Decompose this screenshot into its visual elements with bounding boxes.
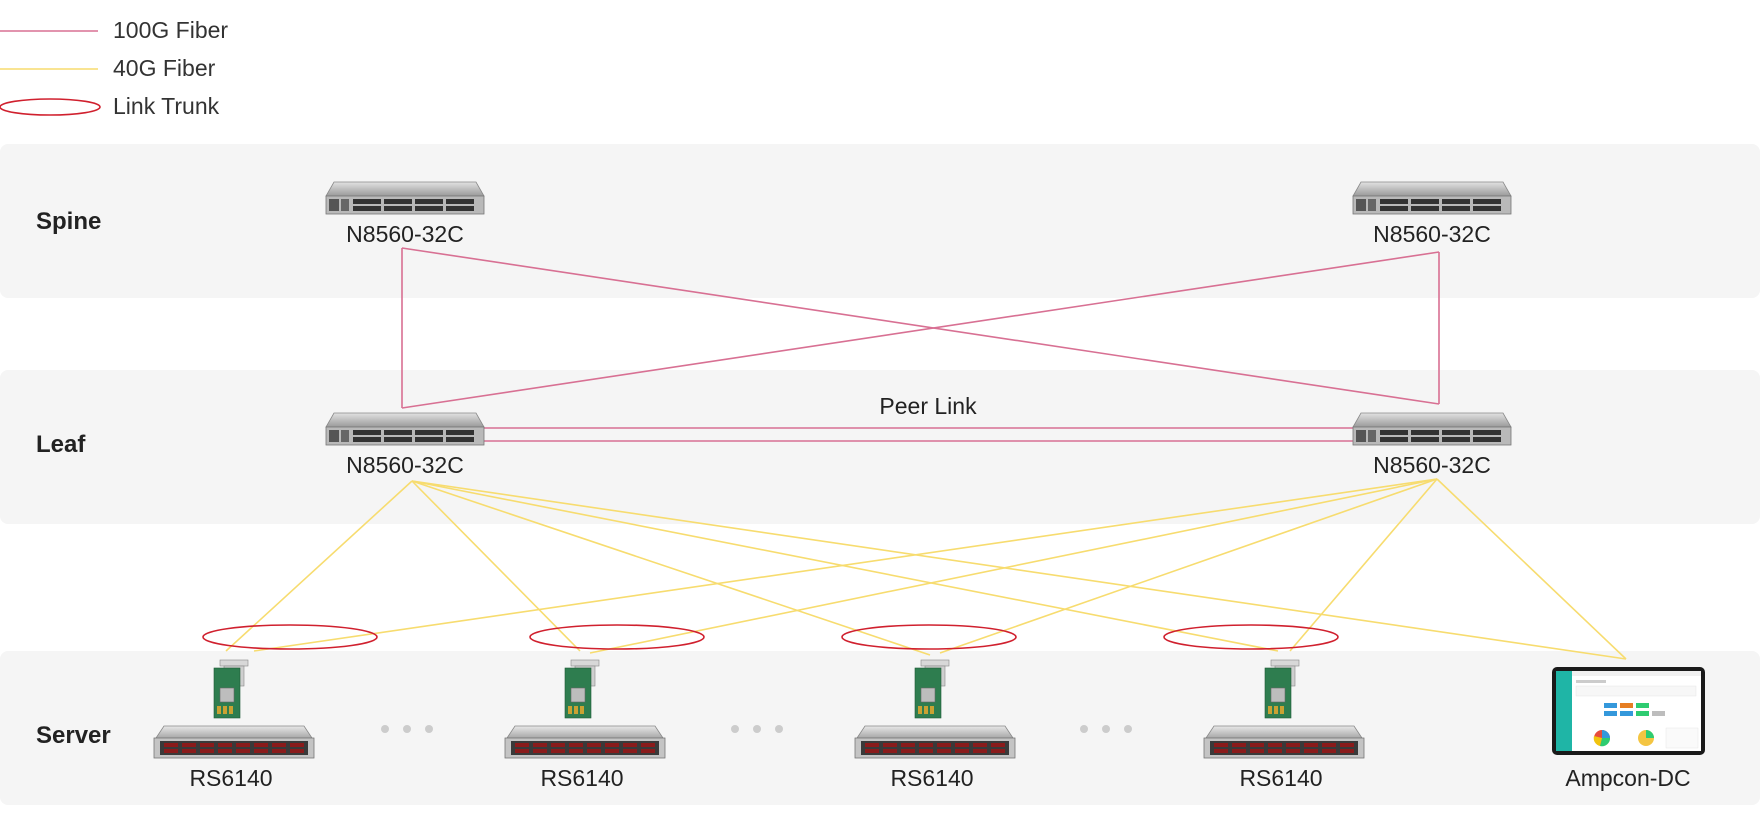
server-4[interactable]: RS6140 xyxy=(1203,659,1365,791)
ellipsis-dots-1 xyxy=(381,725,433,733)
switch-icon xyxy=(1352,412,1512,446)
leaf-switch-left[interactable]: N8560-32C xyxy=(325,412,485,478)
legend-swatch-trunk-ellipse xyxy=(0,98,101,116)
server-icon xyxy=(153,725,315,759)
server-icon xyxy=(1203,725,1365,759)
tier-label-leaf: Leaf xyxy=(36,431,86,458)
legend-item-link-trunk: Link Trunk xyxy=(0,93,220,119)
server-2[interactable]: RS6140 xyxy=(504,659,666,791)
link-leaf-left-server-4 xyxy=(411,480,1279,652)
server-1[interactable]: RS6140 xyxy=(153,659,315,791)
server-1-label: RS6140 xyxy=(189,765,272,791)
legend-item-40g: 40G Fiber xyxy=(0,55,216,81)
link-spine-right-leaf-left xyxy=(401,251,1440,409)
legend-label-40g: 40G Fiber xyxy=(113,55,216,81)
link-leaf-left-server-1 xyxy=(225,480,413,652)
link-trunk-ellipse-3 xyxy=(841,624,1017,650)
ellipsis-dots-3 xyxy=(1080,725,1132,733)
link-leaf-right-server-1 xyxy=(253,478,1438,652)
fiber-40g-links xyxy=(225,478,1627,660)
spine-switch-right[interactable]: N8560-32C xyxy=(1352,181,1512,247)
switch-icon xyxy=(325,412,485,446)
link-leaf-left-ampcon xyxy=(411,480,1627,660)
spine-band xyxy=(0,144,1760,298)
peer-link-label: Peer Link xyxy=(879,393,977,419)
ampcon-dc-dashboard[interactable]: Ampcon-DC xyxy=(1552,667,1705,791)
link-leaf-right-ampcon xyxy=(1436,478,1627,660)
switch-icon xyxy=(1352,181,1512,215)
server-2-label: RS6140 xyxy=(540,765,623,791)
leaf-switch-right[interactable]: N8560-32C xyxy=(1352,412,1512,478)
monitor-icon xyxy=(1552,667,1705,755)
server-4-label: RS6140 xyxy=(1239,765,1322,791)
switch-icon xyxy=(325,181,485,215)
link-trunks xyxy=(202,624,1339,650)
fiber-100g-links xyxy=(401,247,1440,442)
link-leaf-right-server-2 xyxy=(589,478,1438,654)
leaf-switch-left-label: N8560-32C xyxy=(346,452,464,478)
server-3-label: RS6140 xyxy=(890,765,973,791)
ampcon-dc-label: Ampcon-DC xyxy=(1565,765,1690,791)
link-trunk-ellipse-4 xyxy=(1163,624,1339,650)
ellipsis-dots-2 xyxy=(731,725,783,733)
link-spine-left-leaf-right xyxy=(401,247,1440,405)
tier-label-server: Server xyxy=(36,722,111,749)
link-trunk-ellipse-1 xyxy=(202,624,378,650)
spine-switch-left-label: N8560-32C xyxy=(346,221,464,247)
legend-label-100g: 100G Fiber xyxy=(113,17,228,43)
server-icon xyxy=(504,725,666,759)
link-trunk-ellipse-2 xyxy=(529,624,705,650)
leaf-switch-right-label: N8560-32C xyxy=(1373,452,1491,478)
server-icon xyxy=(854,725,1016,759)
tier-label-spine: Spine xyxy=(36,208,101,235)
link-leaf-right-server-4 xyxy=(1289,478,1438,652)
legend: 100G Fiber 40G Fiber Link Trunk xyxy=(0,17,228,119)
spine-switch-left[interactable]: N8560-32C xyxy=(325,181,485,247)
spine-switch-right-label: N8560-32C xyxy=(1373,221,1491,247)
legend-label-trunk: Link Trunk xyxy=(113,93,220,119)
link-leaf-left-server-2 xyxy=(411,480,581,652)
link-leaf-left-server-3 xyxy=(411,480,931,656)
legend-item-100g: 100G Fiber xyxy=(0,17,228,43)
link-leaf-right-server-3 xyxy=(939,478,1438,654)
server-3[interactable]: RS6140 xyxy=(854,659,1016,791)
